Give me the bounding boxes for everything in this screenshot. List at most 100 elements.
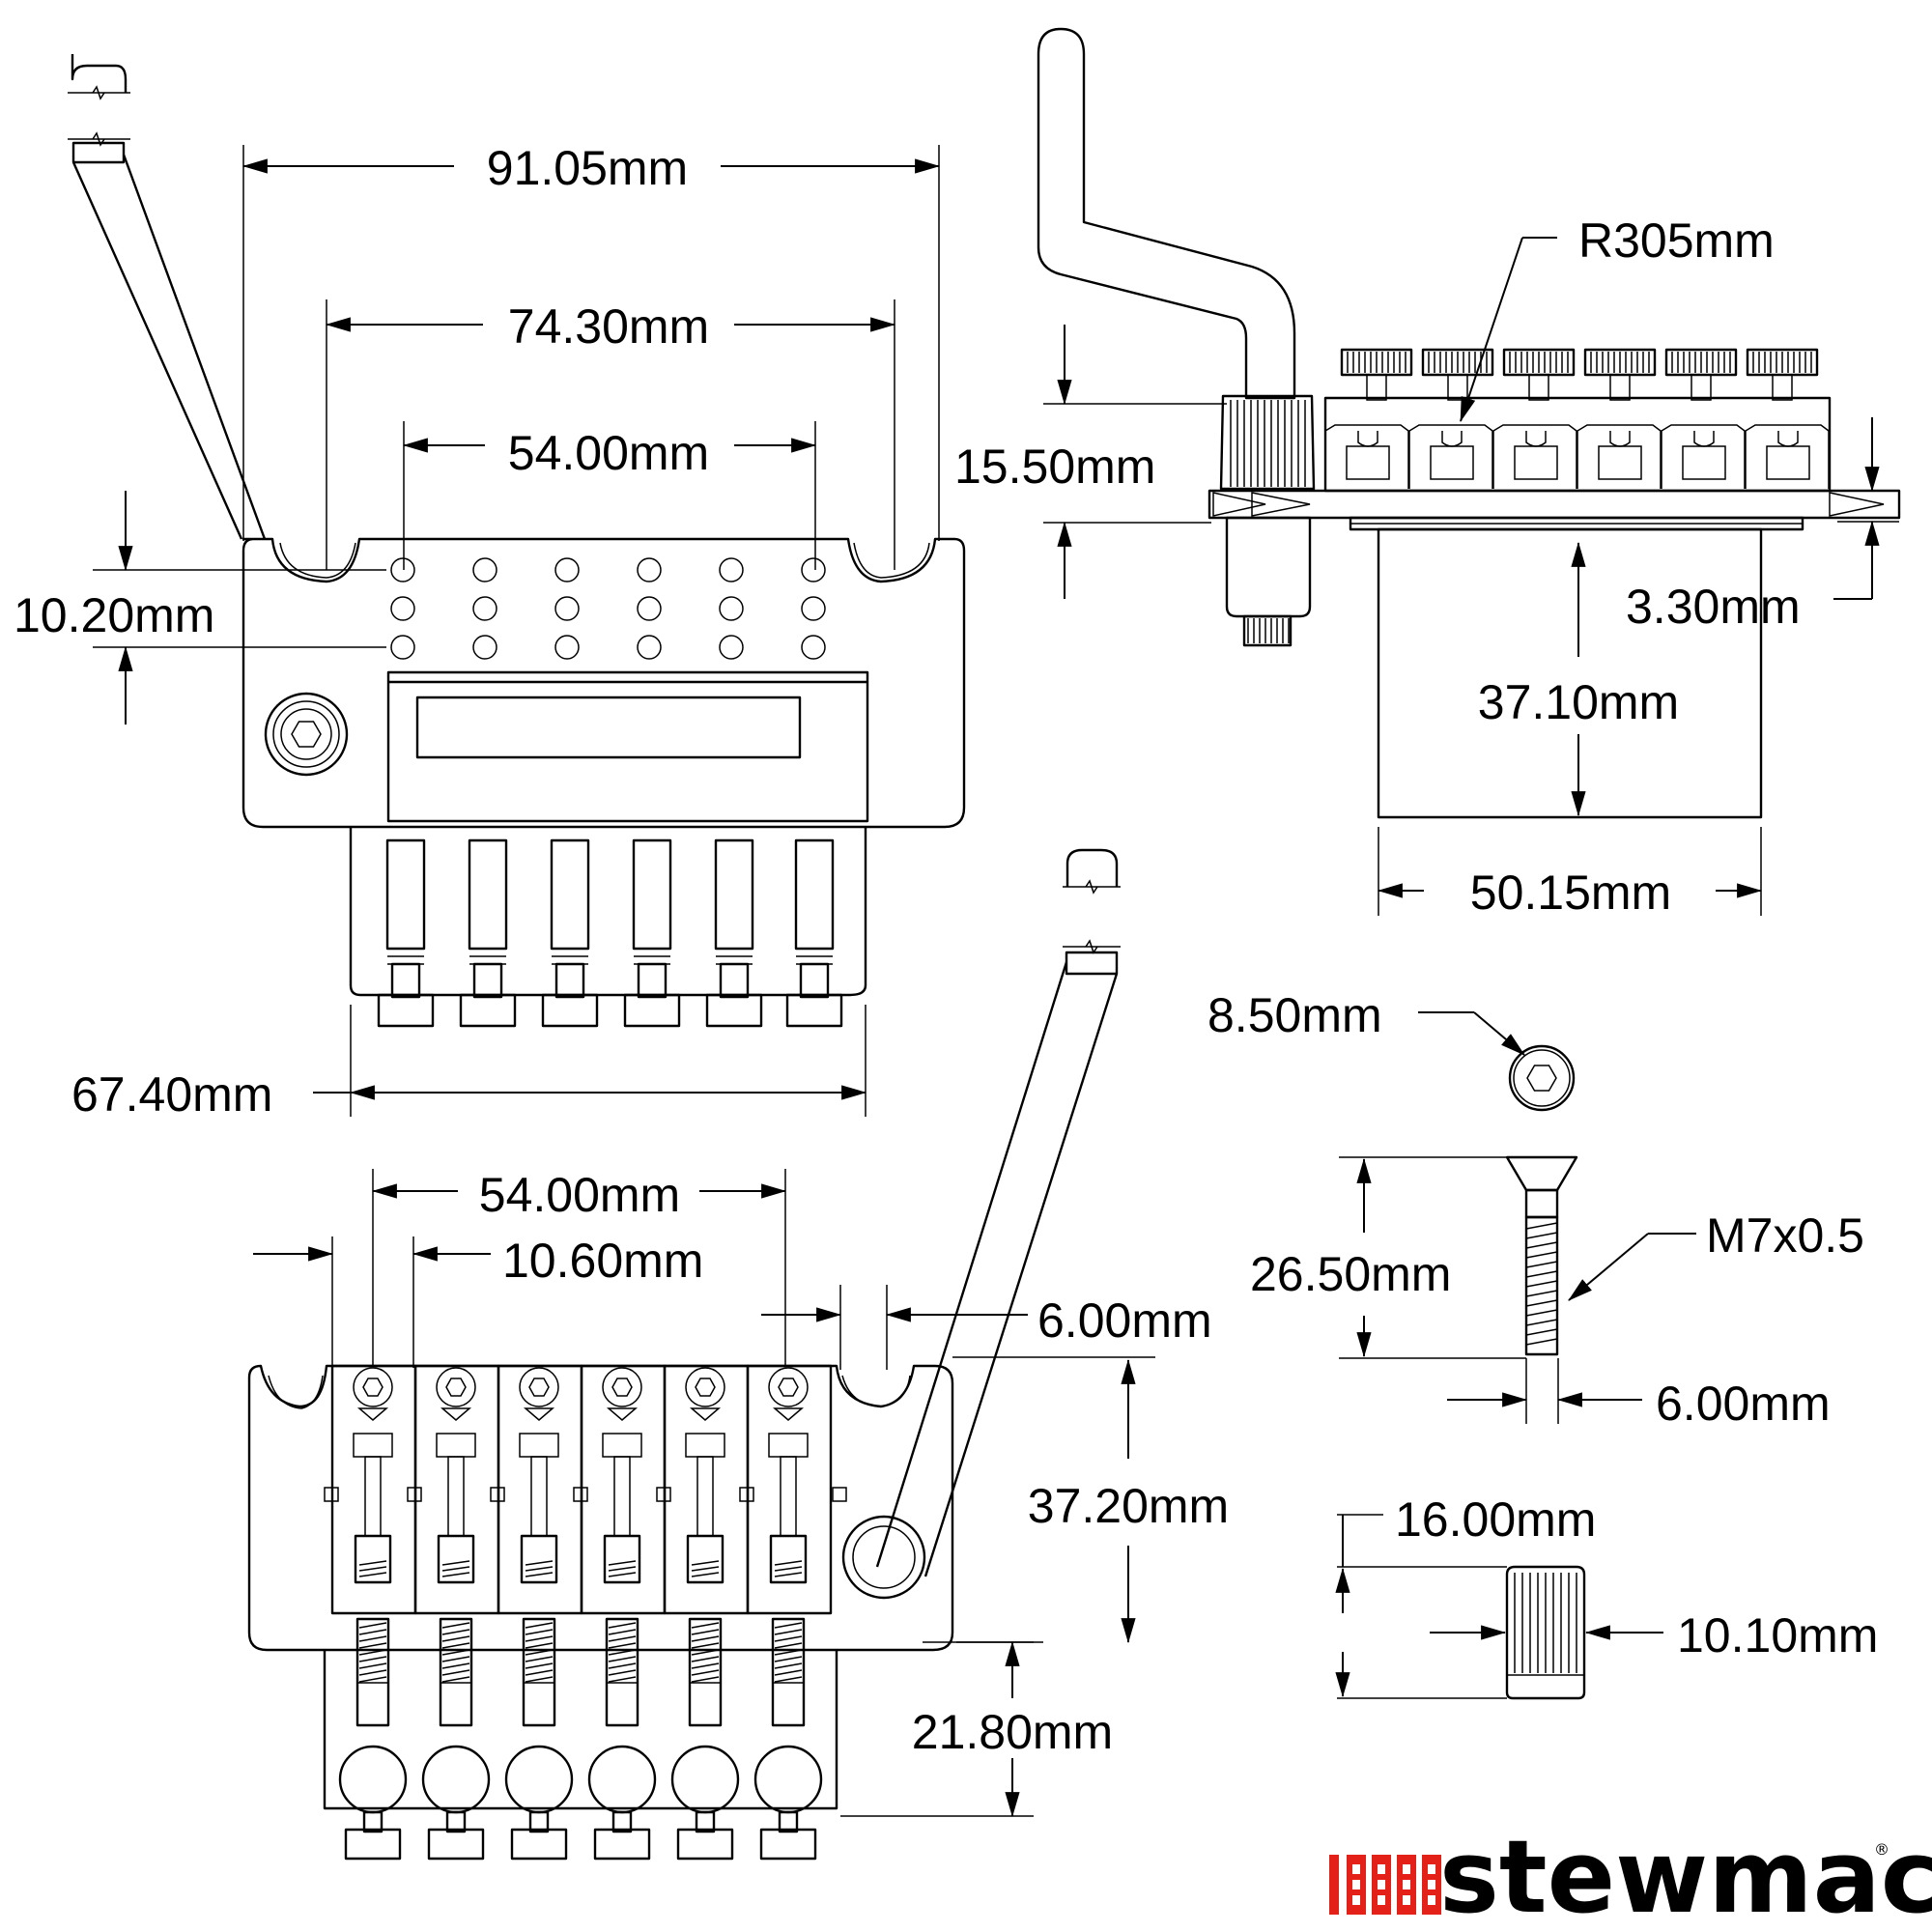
fine-tuner-knob-bottom bbox=[670, 1745, 740, 1814]
fine-tuner-knob-bottom bbox=[504, 1745, 574, 1814]
nut-slot bbox=[415, 696, 802, 759]
logo-mark bbox=[1329, 1855, 1441, 1915]
stewmac-logo: stewmac ® bbox=[1329, 1818, 1932, 1932]
saddle-bottom bbox=[413, 1364, 500, 1615]
dim-string-spread-top: 54.00mm bbox=[508, 426, 709, 480]
tremolo-arm-side bbox=[1037, 27, 1296, 400]
string-hole bbox=[390, 557, 415, 582]
string-hole bbox=[801, 557, 826, 582]
fine-tuner-knob bbox=[377, 993, 435, 1028]
string-hole bbox=[554, 557, 580, 582]
tremolo-arm-bottom bbox=[875, 848, 1121, 1577]
dim-block-width: 67.40mm bbox=[71, 1067, 272, 1122]
side-view: 15.50mm 3.30mm 37.10mm 50.15mm R305mm bbox=[954, 27, 1901, 920]
dim-screw-length: 26.50mm bbox=[1250, 1247, 1451, 1301]
string-hole bbox=[390, 635, 415, 660]
logo-wordmark: stewmac bbox=[1439, 1818, 1932, 1932]
dim-stud-spacing: 74.30mm bbox=[508, 299, 709, 354]
mounting-stud-detail: 26.50mm 6.00mm M7x0.5 bbox=[1250, 1155, 1864, 1431]
dim-string-spread-bottom: 54.00mm bbox=[479, 1168, 680, 1222]
saddle-side bbox=[1492, 424, 1577, 489]
dim-bushing-height: 16.00mm bbox=[1395, 1492, 1596, 1547]
arm-socket bbox=[841, 1515, 926, 1600]
dim-block-depth: 37.10mm bbox=[1478, 675, 1679, 729]
dim-screw-head: 8.50mm bbox=[1208, 988, 1382, 1042]
bottom-view: 54.00mm 10.60mm 6.00mm 37.20mm 21.80mm bbox=[247, 848, 1229, 1861]
fine-tuner-shaft bbox=[632, 838, 672, 951]
sustain-block-side bbox=[1377, 527, 1763, 819]
saddle-side bbox=[1745, 424, 1830, 489]
stud-tip bbox=[1242, 614, 1293, 647]
dim-overall-width: 91.05mm bbox=[487, 141, 688, 195]
fine-tuner-shaft bbox=[714, 838, 754, 951]
fine-tuner-knob-bottom bbox=[587, 1745, 657, 1814]
saddles-bottom bbox=[324, 1364, 847, 1727]
sustain-block-top bbox=[349, 827, 867, 997]
dim-thread: M7x0.5 bbox=[1706, 1208, 1864, 1263]
arm-collar bbox=[1219, 394, 1316, 491]
string-hole bbox=[719, 596, 744, 621]
saddle-bottom bbox=[330, 1364, 417, 1615]
string-hole bbox=[472, 635, 497, 660]
saddle-side bbox=[1661, 424, 1746, 489]
saddle-side bbox=[1577, 424, 1662, 489]
fine-tuner-shaft bbox=[550, 838, 590, 951]
dim-bushing-diameter: 10.10mm bbox=[1677, 1608, 1878, 1662]
fine-tuner-shaft bbox=[468, 838, 508, 951]
dim-block-width-side: 50.15mm bbox=[1470, 866, 1671, 920]
string-hole bbox=[390, 596, 415, 621]
saddle-bottom bbox=[580, 1364, 667, 1615]
dim-gap: 6.00mm bbox=[1037, 1293, 1212, 1348]
stud-side bbox=[1225, 516, 1312, 618]
baseplate-top bbox=[242, 537, 966, 829]
string-hole bbox=[719, 557, 744, 582]
fine-tuner-knobs-side bbox=[1340, 348, 1819, 401]
string-hole-grid bbox=[390, 557, 826, 660]
fine-tuners-top bbox=[377, 838, 843, 1028]
string-hole bbox=[637, 596, 662, 621]
fine-tuner-knob bbox=[459, 993, 517, 1028]
string-hole bbox=[554, 635, 580, 660]
fine-tuners-bottom bbox=[338, 1745, 823, 1861]
tremolo-arm-top bbox=[68, 54, 267, 540]
string-hole bbox=[637, 635, 662, 660]
tail-block-bottom bbox=[323, 1650, 838, 1810]
dim-tail-length: 21.80mm bbox=[912, 1705, 1113, 1759]
string-hole bbox=[554, 596, 580, 621]
dim-radius: R305mm bbox=[1578, 213, 1775, 268]
string-hole bbox=[472, 557, 497, 582]
fine-tuner-knob bbox=[785, 993, 843, 1028]
dim-hole-rows: 10.20mm bbox=[14, 588, 214, 642]
registered-mark: ® bbox=[1874, 1840, 1889, 1859]
saddle-bottom bbox=[497, 1364, 583, 1615]
string-hole bbox=[637, 557, 662, 582]
bushing-detail: 16.00mm 10.10mm bbox=[1335, 1492, 1878, 1700]
saddle-side bbox=[1324, 424, 1409, 489]
dim-plate-thickness: 3.30mm bbox=[1626, 580, 1801, 634]
dim-screw-diameter: 6.00mm bbox=[1656, 1377, 1831, 1431]
saddle-bottom bbox=[663, 1364, 750, 1615]
nut-block-top bbox=[386, 670, 869, 823]
saddles-side bbox=[1324, 424, 1830, 489]
fine-tuner-knob-bottom bbox=[753, 1745, 823, 1814]
string-hole bbox=[801, 596, 826, 621]
fine-tuner-shaft bbox=[794, 838, 835, 951]
fine-tuner-knob bbox=[541, 993, 599, 1028]
fine-tuner-knob bbox=[705, 993, 763, 1028]
lock-screw-top bbox=[264, 692, 349, 777]
fine-tuner-knob bbox=[623, 993, 681, 1028]
dim-plate-length: 37.20mm bbox=[1028, 1479, 1229, 1533]
dim-saddle-width: 10.60mm bbox=[502, 1234, 703, 1288]
lock-screw-detail: 8.50mm bbox=[1208, 988, 1576, 1112]
fine-tuner-shaft bbox=[385, 838, 426, 951]
string-hole bbox=[472, 596, 497, 621]
saddle-side bbox=[1408, 424, 1493, 489]
fine-tuner-knob-bottom bbox=[421, 1745, 491, 1814]
baseplate-bottom bbox=[247, 1364, 954, 1652]
top-view: 91.05mm 74.30mm 54.00mm 10.20mm 67.40mm bbox=[14, 54, 966, 1122]
dim-bar-height: 15.50mm bbox=[954, 440, 1155, 494]
saddle-bottom bbox=[746, 1364, 833, 1615]
string-hole bbox=[719, 635, 744, 660]
